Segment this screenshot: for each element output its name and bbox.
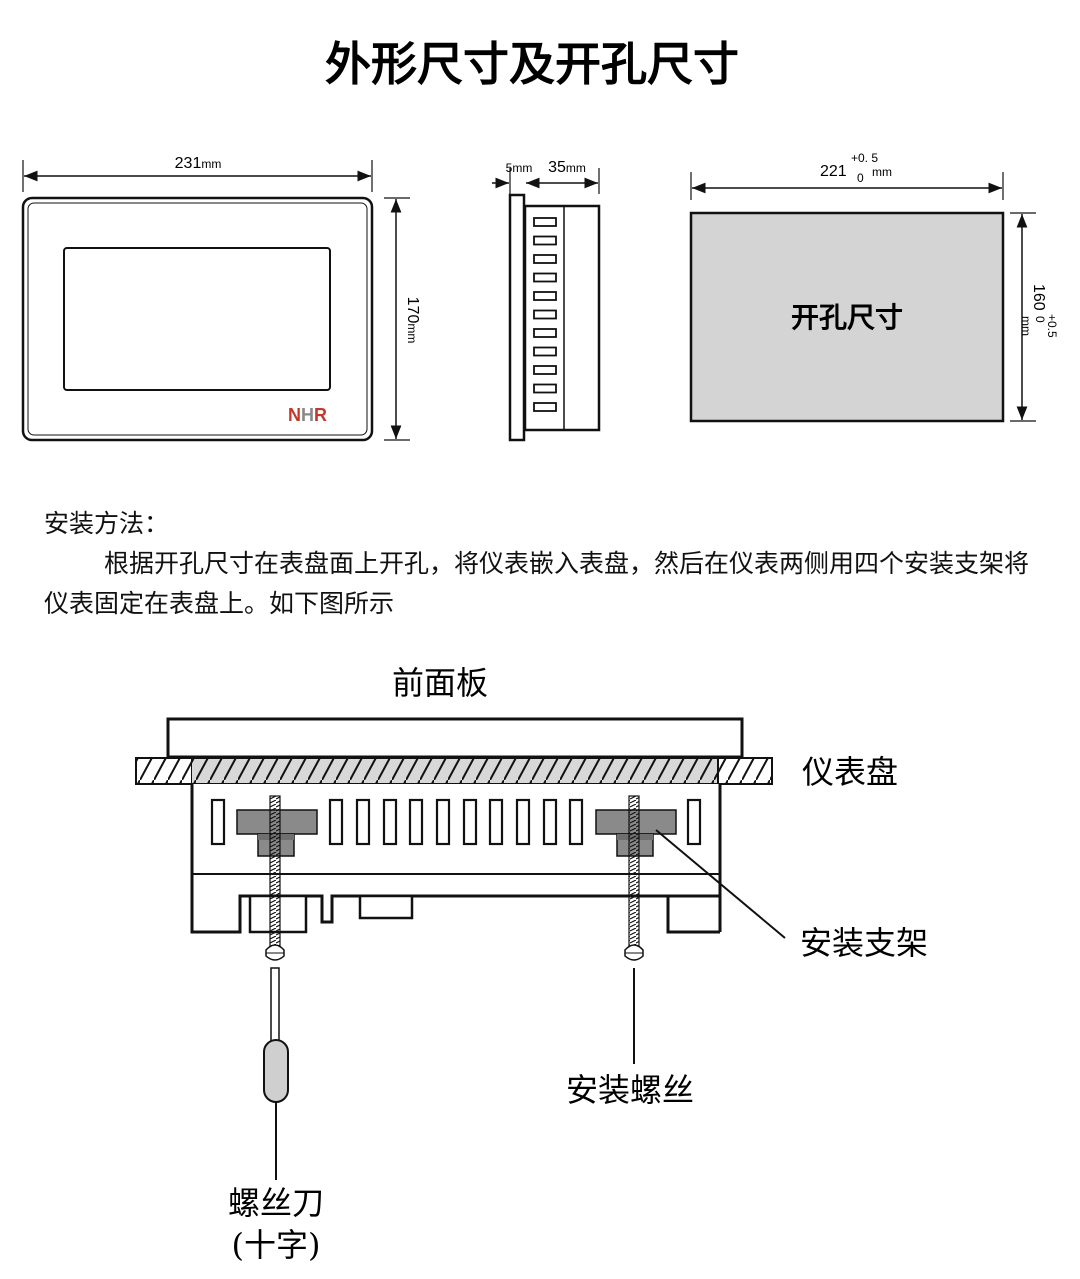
section-vent-slot bbox=[210, 798, 226, 846]
install-section: 前面板 仪表盘 bbox=[135, 664, 928, 1264]
front-height-label: 170mm bbox=[404, 297, 421, 344]
screwdriver-label-2: (十字) bbox=[232, 1226, 321, 1264]
front-panel-label: 前面板 bbox=[392, 664, 488, 702]
side-vent-slot bbox=[533, 291, 557, 301]
side-depth-label: 35mm bbox=[548, 159, 586, 176]
section-vent-slot bbox=[462, 798, 478, 846]
nhr-logo: NHR bbox=[288, 405, 327, 425]
screwdriver-label-1: 螺丝刀 bbox=[228, 1184, 324, 1222]
front-view: 231mm NHR 170mm bbox=[21, 155, 421, 442]
side-vents bbox=[533, 217, 557, 412]
side-vent-slot bbox=[533, 309, 557, 320]
meter-panel-left bbox=[135, 757, 193, 785]
section-vent-slot bbox=[515, 798, 531, 846]
meter-panel-label: 仪表盘 bbox=[802, 753, 898, 791]
screw-right bbox=[624, 795, 644, 961]
cutout-area bbox=[689, 211, 1005, 423]
section-vent-slot bbox=[435, 798, 451, 846]
side-vent-slot bbox=[533, 402, 557, 412]
cutout-height-label-group: 160 +0.5 0 mm bbox=[1019, 284, 1059, 338]
section-vent-slot bbox=[382, 798, 398, 846]
front-panel bbox=[166, 717, 744, 759]
cutout-view: 221 +0. 5 0 mm 开孔尺寸 160 +0.5 0 mm bbox=[689, 151, 1059, 423]
meter-housing bbox=[190, 784, 722, 934]
meter-panel-right bbox=[717, 757, 773, 785]
install-method-heading: 安装方法： bbox=[44, 509, 170, 538]
screwdriver-handle bbox=[263, 1039, 289, 1103]
section-vent-slot bbox=[568, 798, 584, 846]
side-vent-slot bbox=[533, 346, 557, 357]
side-bezel bbox=[508, 193, 526, 442]
cutout-height-unit: mm bbox=[1019, 316, 1033, 336]
screwdriver bbox=[263, 967, 289, 1180]
side-vent-slot bbox=[533, 272, 557, 283]
section-vent-slot bbox=[408, 798, 424, 846]
section-vent-slot bbox=[328, 798, 344, 846]
cutout-height-label: 160 bbox=[1030, 284, 1047, 311]
screw-label: 安装螺丝 bbox=[566, 1071, 694, 1109]
side-vent-slot bbox=[533, 235, 557, 246]
cutout-label: 开孔尺寸 bbox=[791, 301, 903, 334]
page-title: 外形尺寸及开孔尺寸 bbox=[325, 37, 739, 91]
section-vent-slot bbox=[542, 798, 558, 846]
section-vent-slot bbox=[355, 798, 371, 846]
cutout-width-unit: mm bbox=[872, 165, 892, 179]
cutout-width-tol-plus: +0. 5 bbox=[851, 151, 878, 165]
side-vent-slot bbox=[533, 383, 557, 394]
screw-left bbox=[265, 795, 285, 961]
bracket-label: 安装支架 bbox=[800, 924, 928, 962]
cutout-height-tol-zero: 0 bbox=[1033, 316, 1047, 323]
section-vents bbox=[210, 798, 702, 846]
side-vent-slot bbox=[533, 254, 557, 264]
section-vent-slot bbox=[686, 798, 702, 846]
bracket-leader-line bbox=[655, 829, 786, 939]
install-method-body: 根据开孔尺寸在表盘面上开孔，将仪表嵌入表盘，然后在仪表两侧用四个安装支架将仪表固… bbox=[44, 549, 1030, 618]
side-view: 5mm 35mm bbox=[492, 159, 601, 442]
side-panel-label: 5mm bbox=[506, 161, 533, 175]
cutout-width-label: 221 bbox=[820, 163, 847, 180]
side-vent-slot bbox=[533, 328, 557, 338]
cutout-height-tol-plus: +0.5 bbox=[1045, 314, 1059, 338]
side-vent-slot bbox=[533, 217, 557, 227]
front-width-label: 231mm bbox=[175, 155, 222, 172]
side-vent-slot bbox=[533, 365, 557, 375]
housing-clip bbox=[358, 894, 414, 920]
cutout-width-tol-zero: 0 bbox=[857, 171, 864, 185]
front-screen bbox=[63, 247, 331, 391]
section-vent-slot bbox=[488, 798, 504, 846]
